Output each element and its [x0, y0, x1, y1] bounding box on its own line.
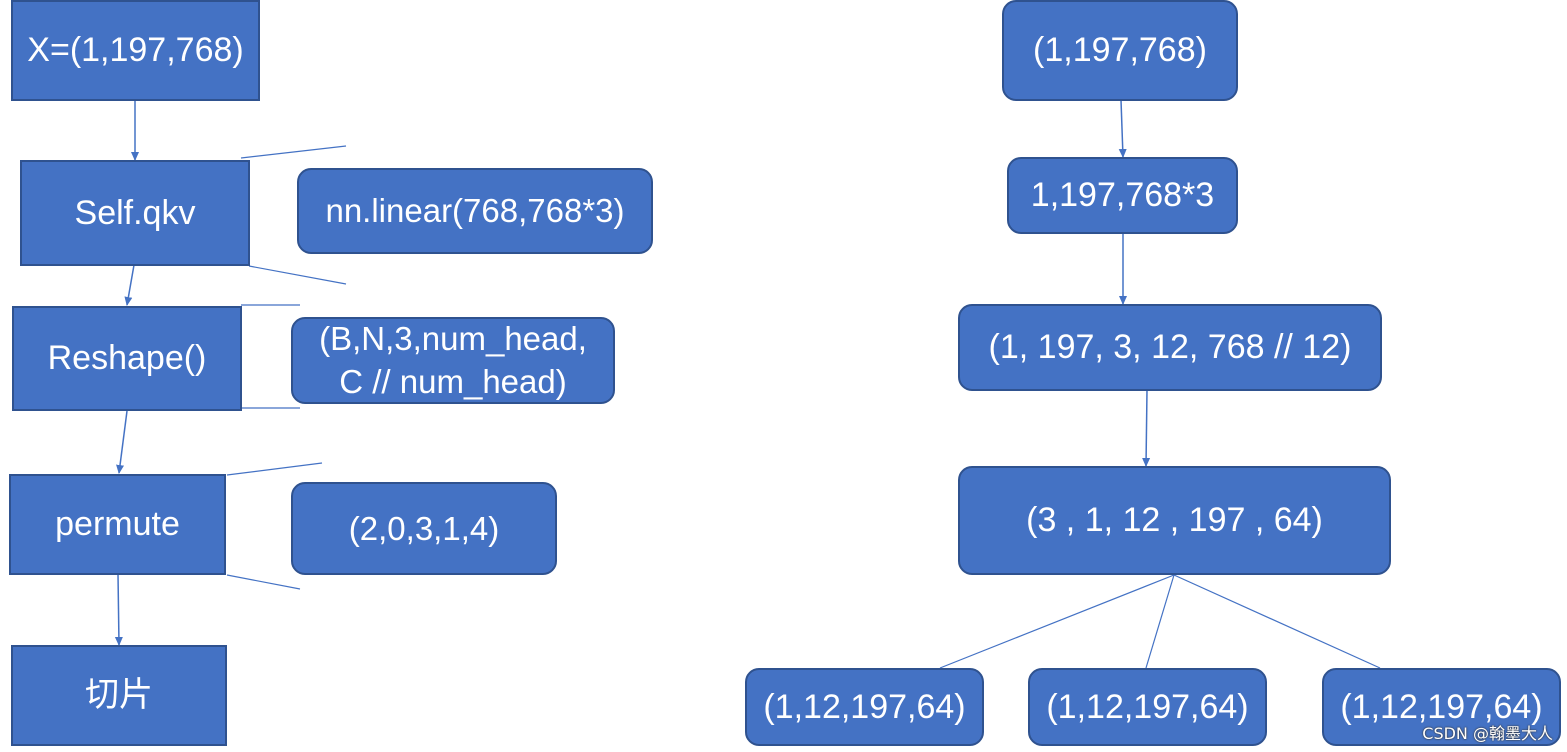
v-output-label: (1,12,197,64) — [1340, 687, 1543, 726]
qkv-note-label: nn.linear(768,768*3) — [325, 192, 625, 230]
split-line-q — [939, 574, 1175, 669]
k-output-box: (1,12,197,64) — [1028, 668, 1267, 746]
split-line-k — [1145, 574, 1175, 669]
reshape-box: Reshape() — [12, 306, 242, 411]
right-input-label: (1,197,768) — [1033, 31, 1207, 70]
permute-note-box: (2,0,3,1,4) — [291, 482, 557, 575]
watermark-text: CSDN @翰墨大人 — [1422, 724, 1553, 743]
right-qkv-out-box: 1,197,768*3 — [1007, 157, 1238, 234]
bracket-permute-top — [226, 462, 323, 476]
reshape-note-line1: (B,N,3,num_head, — [319, 319, 587, 357]
slice-label: 切片 — [85, 676, 153, 715]
arrow-reshape-to-permute — [116, 410, 128, 474]
right-input-box: (1,197,768) — [1002, 0, 1238, 101]
reshape-note-line2: C // num_head) — [339, 362, 567, 400]
permute-label: permute — [55, 505, 180, 544]
split-line-v — [1173, 574, 1381, 669]
self-qkv-box: Self.qkv — [20, 160, 250, 266]
bracket-qkv-bottom — [248, 265, 347, 285]
right-reshape-out-label: (1, 197, 3, 12, 768 // 12) — [988, 328, 1352, 367]
right-permute-out-box: (3 , 1, 12 , 197 , 64) — [958, 466, 1391, 575]
arrow-right-input-to-qkv — [1118, 99, 1127, 158]
permute-box: permute — [9, 474, 226, 575]
arrow-permute-to-slice — [114, 573, 123, 646]
q-output-box: (1,12,197,64) — [745, 668, 984, 746]
v-output-box: (1,12,197,64) — [1322, 668, 1561, 746]
arrow-right-reshape-to-permute — [1142, 389, 1151, 467]
q-output-label: (1,12,197,64) — [763, 687, 966, 726]
bracket-qkv-top — [240, 145, 347, 159]
reshape-note-box: (B,N,3,num_head, C // num_head) — [291, 317, 615, 404]
k-output-label: (1,12,197,64) — [1046, 687, 1249, 726]
self-qkv-label: Self.qkv — [74, 193, 196, 232]
right-qkv-out-label: 1,197,768*3 — [1030, 176, 1215, 215]
permute-note-label: (2,0,3,1,4) — [348, 509, 500, 547]
input-x-label: X=(1,197,768) — [27, 31, 244, 70]
qkv-note-box: nn.linear(768,768*3) — [297, 168, 653, 254]
right-reshape-out-box: (1, 197, 3, 12, 768 // 12) — [958, 304, 1382, 391]
bracket-permute-bottom — [226, 574, 301, 590]
right-permute-out-label: (3 , 1, 12 , 197 , 64) — [1026, 501, 1323, 540]
input-x-box: X=(1,197,768) — [11, 0, 260, 101]
slice-box: 切片 — [11, 645, 227, 746]
reshape-label: Reshape() — [47, 339, 207, 378]
arrow-qkv-to-reshape — [124, 264, 135, 306]
